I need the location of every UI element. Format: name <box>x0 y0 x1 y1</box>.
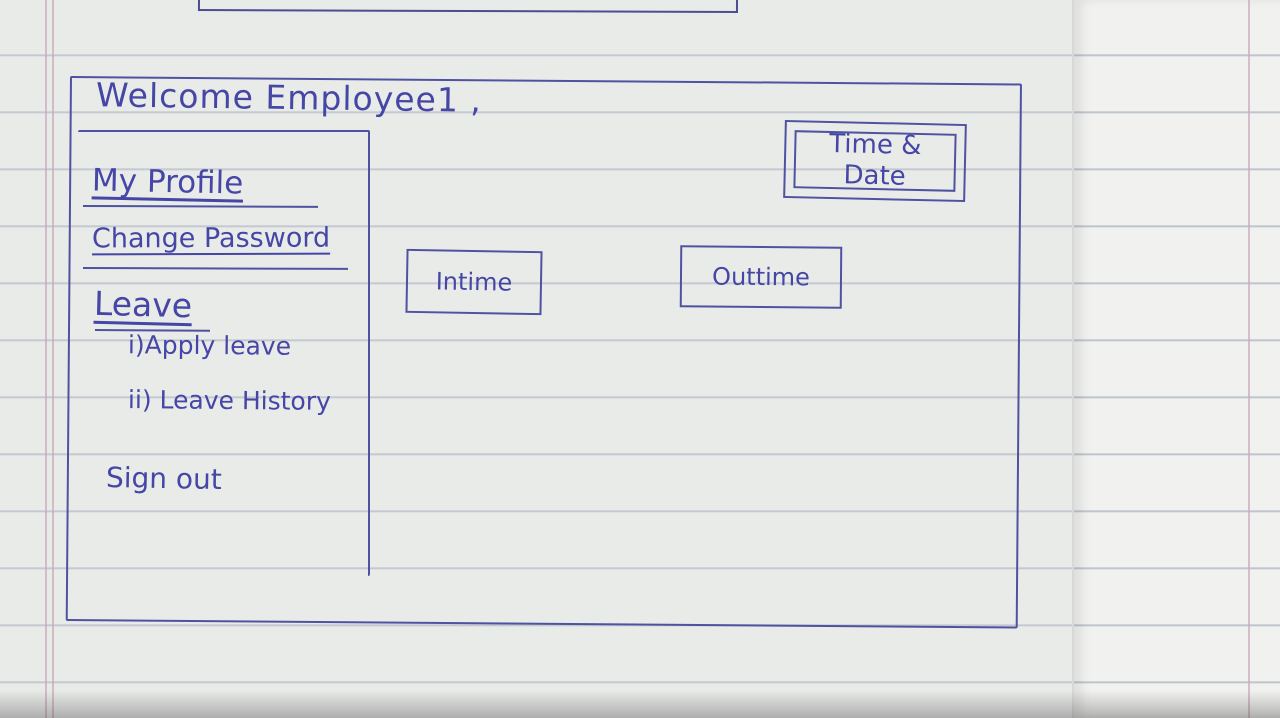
welcome-heading: Welcome Employee1 , <box>95 75 483 120</box>
sidebar-panel <box>78 130 370 576</box>
time-date-label: Time & Date <box>828 128 922 192</box>
adjacent-notebook-page <box>1072 0 1280 718</box>
sidebar-item-leave[interactable]: Leave <box>93 283 193 326</box>
outtime-button[interactable]: Outtime <box>679 245 843 309</box>
sidebar-item-my-profile[interactable]: My Profile <box>91 162 244 202</box>
sidebar-subitem-leave-history[interactable]: ii) Leave History <box>127 385 331 416</box>
page-bottom-shadow <box>0 690 1280 718</box>
sidebar-item-sign-out[interactable]: Sign out <box>105 460 223 497</box>
margin-line-right <box>1248 0 1250 718</box>
top-partial-box <box>197 0 739 13</box>
margin-line-left-1 <box>45 0 47 718</box>
sidebar-item-change-password[interactable]: Change Password <box>91 222 331 255</box>
intime-button[interactable]: Intime <box>405 248 543 316</box>
margin-line-left-2 <box>52 0 54 718</box>
time-date-panel: Time & Date <box>783 119 967 203</box>
sidebar-subitem-apply-leave[interactable]: i)Apply leave <box>127 330 292 361</box>
